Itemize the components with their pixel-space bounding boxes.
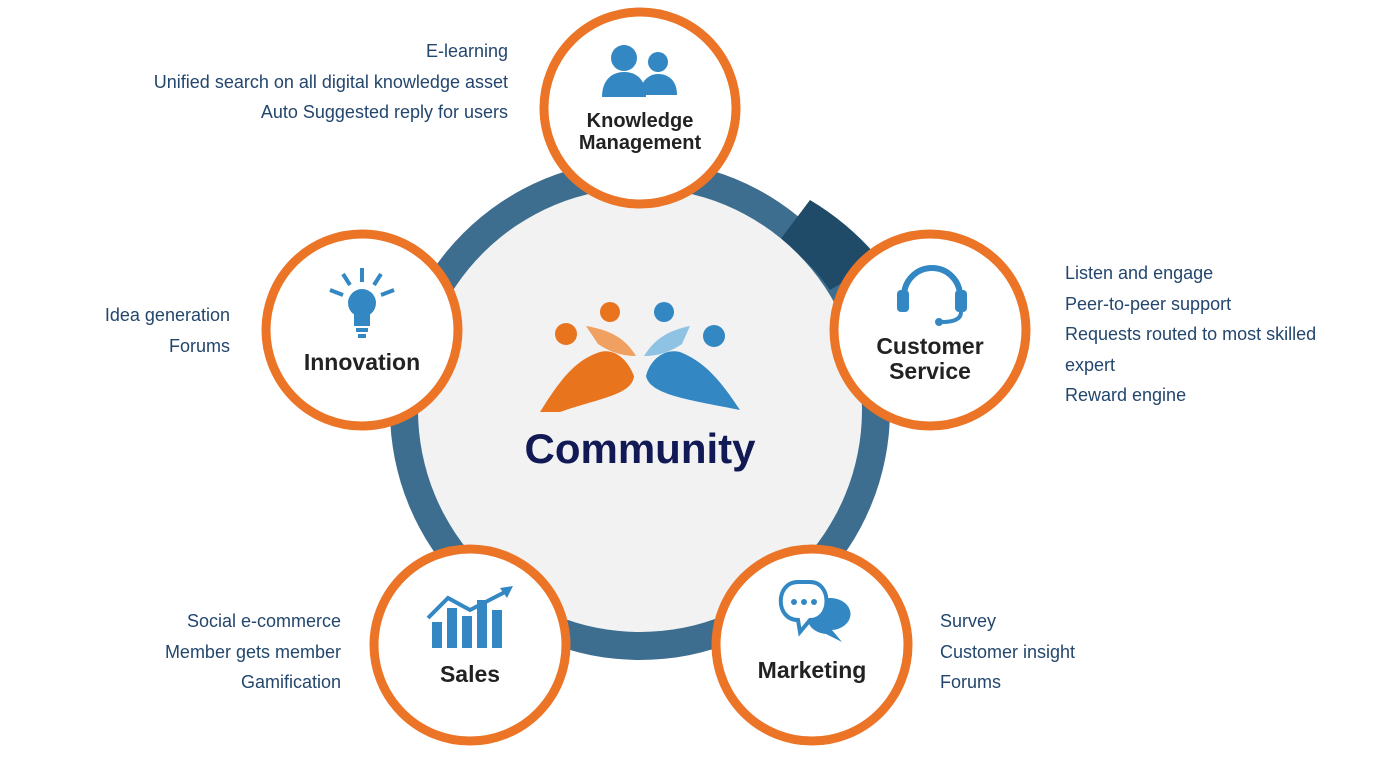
knowledge-label-line2: Management [579, 132, 702, 154]
inner-disc [418, 188, 862, 632]
node-marketing: Marketing [711, 544, 913, 746]
marketing-item: Customer insight [940, 641, 1076, 662]
sales-item: Social e-commerce [186, 611, 341, 631]
center-title: Community [525, 425, 757, 472]
node-innovation: Innovation [261, 229, 463, 431]
headset-icon [897, 265, 967, 326]
knowledge-item: E-learning [425, 41, 508, 61]
marketing-label: Marketing [758, 657, 867, 683]
marketing-items: Survey Customer insight Forums [940, 606, 1075, 698]
sales-label: Sales [440, 661, 500, 687]
innovation-item: Forums [168, 335, 230, 356]
customer-items: Listen and engage Peer-to-peer support R… [1065, 258, 1316, 411]
knowledge-label-line1: Knowledge [587, 110, 694, 132]
knowledge-item: Unified search on all digital knowledge … [153, 71, 508, 92]
knowledge-item: Auto Suggested reply for users [260, 102, 508, 122]
chat-bubbles-icon [778, 580, 851, 642]
bar-chart-icon [426, 586, 513, 648]
innovation-label: Innovation [304, 349, 420, 375]
sales-items: Social e-commerce Member gets member Gam… [165, 606, 341, 698]
sales-item: Gamification [240, 672, 341, 692]
customer-item: Requests routed to most skilled [1065, 324, 1317, 344]
node-sales: Sales [369, 544, 571, 746]
innovation-item: Idea generation [104, 305, 230, 325]
marketing-item: Survey [940, 611, 997, 631]
innovation-items: Idea generation Forums [105, 300, 230, 361]
community-logo-icon [540, 302, 740, 412]
node-customer-service: Customer Service [829, 229, 1031, 431]
customer-item: expert [1065, 354, 1116, 375]
knowledge-items: E-learning Unified search on all digital… [154, 36, 508, 128]
customer-item: Listen and engage [1065, 263, 1214, 283]
customer-label-line1: Customer [876, 333, 983, 359]
customer-item: Peer-to-peer support [1065, 293, 1232, 314]
node-knowledge-management: Knowledge Management [539, 7, 741, 209]
lightbulb-icon [329, 268, 395, 338]
sales-item: Member gets member [164, 641, 341, 662]
users-icon [602, 45, 677, 97]
customer-label-line2: Service [889, 358, 971, 384]
marketing-item: Forums [940, 672, 1002, 692]
customer-item: Reward engine [1065, 385, 1187, 405]
